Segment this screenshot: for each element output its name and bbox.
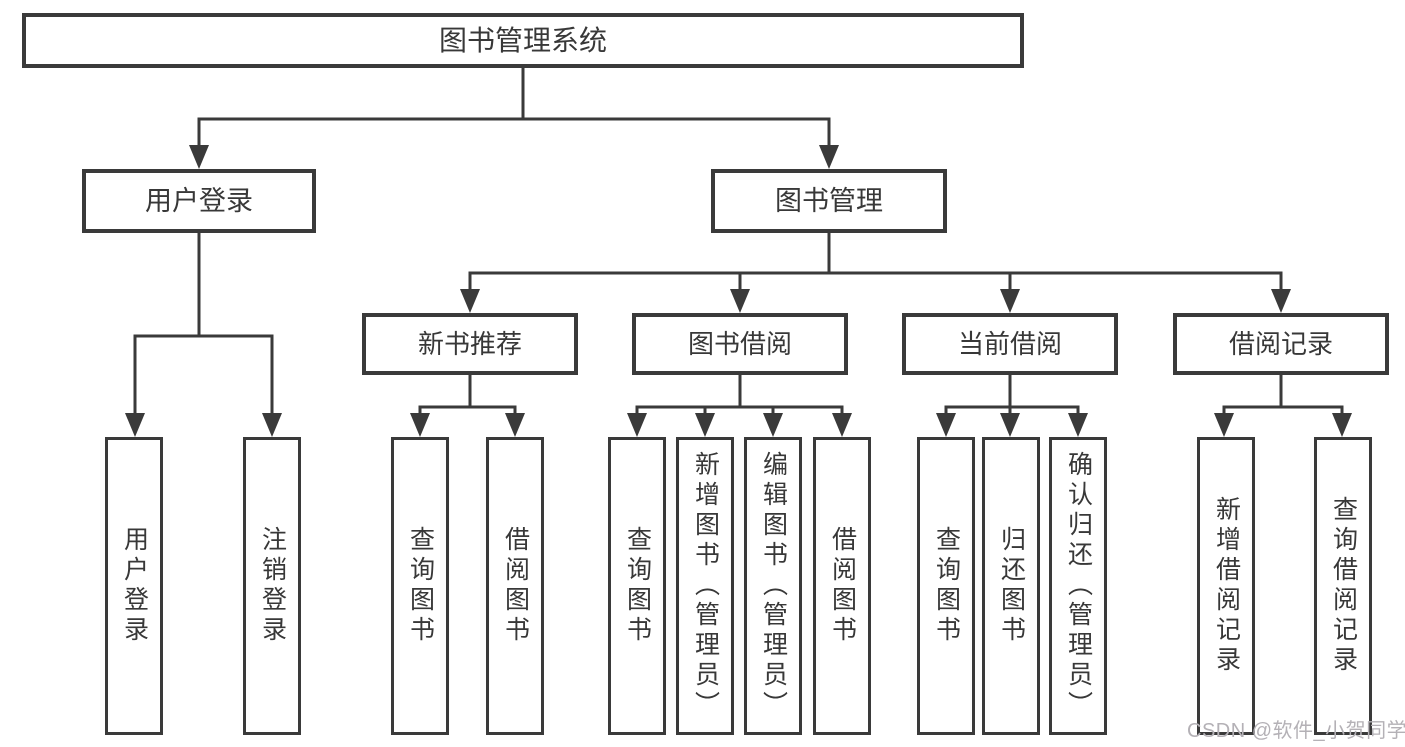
leaf-new-book-borrow: 借阅图书 <box>486 437 544 735</box>
arrow-down-icon <box>262 413 282 437</box>
connector-book-management <box>460 231 1291 313</box>
arrow-down-icon <box>505 413 525 437</box>
arrow-down-icon <box>1332 413 1352 437</box>
node-book-borrow: 图书借阅 <box>632 313 848 375</box>
node-current-borrow: 当前借阅 <box>902 313 1118 375</box>
connector-root <box>189 66 839 169</box>
leaf-borrow-borrow: 借阅图书 <box>813 437 871 735</box>
connector-current-borrow <box>936 373 1088 437</box>
arrow-down-icon <box>763 413 783 437</box>
arrow-down-icon <box>695 413 715 437</box>
leaf-record-add: 新增借阅记录 <box>1197 437 1255 735</box>
arrow-down-icon <box>189 145 209 169</box>
leaf-borrow-query: 查询图书 <box>608 437 666 735</box>
leaf-current-return: 归还图书 <box>982 437 1040 735</box>
connector-new-book <box>410 373 525 437</box>
arrow-down-icon <box>410 413 430 437</box>
leaf-current-query: 查询图书 <box>917 437 975 735</box>
arrow-down-icon <box>832 413 852 437</box>
connector-book-borrow <box>627 373 852 437</box>
node-borrow-record: 借阅记录 <box>1173 313 1389 375</box>
leaf-record-query: 查询借阅记录 <box>1314 437 1372 735</box>
arrow-down-icon <box>936 413 956 437</box>
node-root: 图书管理系统 <box>22 13 1024 68</box>
node-new-book-recommend: 新书推荐 <box>362 313 578 375</box>
arrow-down-icon <box>460 289 480 313</box>
node-book-management: 图书管理 <box>711 169 947 233</box>
arrow-down-icon <box>1000 289 1020 313</box>
arrow-down-icon <box>1000 413 1020 437</box>
arrow-down-icon <box>1214 413 1234 437</box>
leaf-user-login-login: 用户登录 <box>105 437 163 735</box>
leaf-borrow-edit-admin: 编辑图书（管理员） <box>744 437 802 735</box>
leaf-borrow-add-admin: 新增图书（管理员） <box>676 437 734 735</box>
arrow-down-icon <box>730 289 750 313</box>
csdn-watermark: CSDN @软件_小贺同学 <box>1187 720 1405 742</box>
leaf-user-login-logout: 注销登录 <box>243 437 301 735</box>
arrow-down-icon <box>125 413 145 437</box>
arrow-down-icon <box>1068 413 1088 437</box>
connector-borrow-record <box>1214 373 1352 437</box>
node-user-login: 用户登录 <box>82 169 316 233</box>
leaf-new-book-query: 查询图书 <box>391 437 449 735</box>
leaf-current-confirm-return-admin: 确认归还（管理员） <box>1049 437 1107 735</box>
arrow-down-icon <box>1271 289 1291 313</box>
connector-user-login <box>125 231 282 437</box>
arrow-down-icon <box>627 413 647 437</box>
arrow-down-icon <box>819 145 839 169</box>
